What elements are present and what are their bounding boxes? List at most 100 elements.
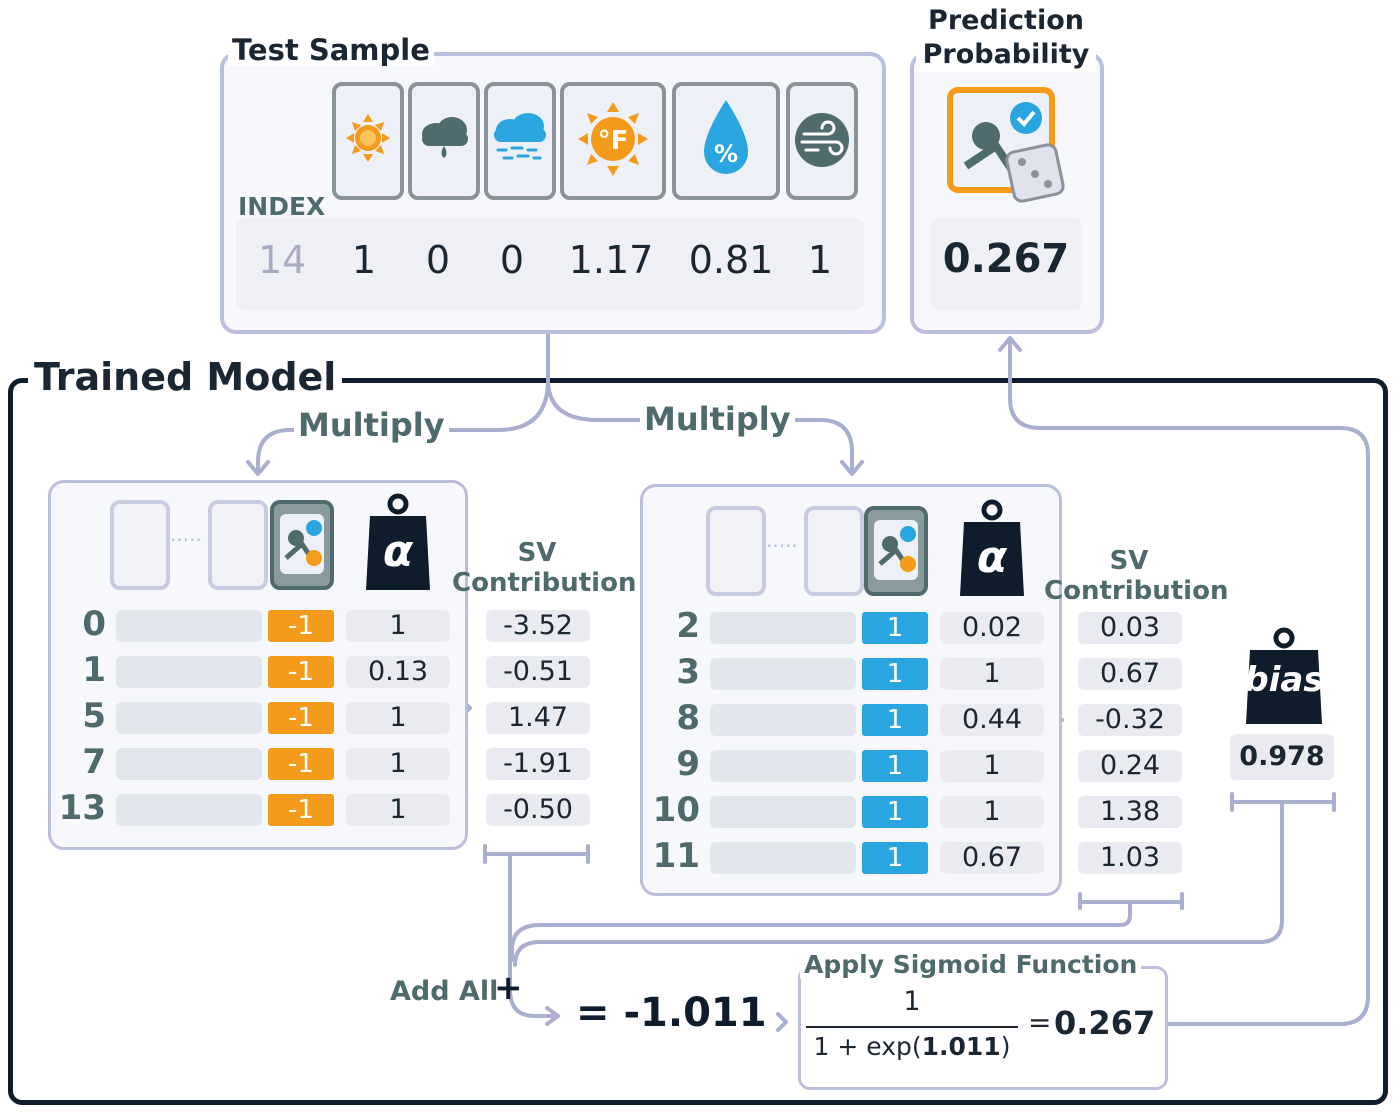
- feature-value-temperature: 1.17: [568, 238, 654, 282]
- cloud-drizzle-icon: [488, 110, 552, 170]
- feature-card-temperature: °F: [560, 82, 666, 200]
- class-label: 1: [862, 796, 928, 828]
- feature-card-rain: [408, 82, 480, 200]
- prediction-title-line2: Probability: [922, 39, 1090, 70]
- class-label: -1: [268, 610, 334, 642]
- left-vector-card-2: [208, 500, 268, 590]
- bias-value: 0.978: [1230, 734, 1334, 780]
- left-sv-title-line2: Contribution: [452, 568, 637, 598]
- row-index: 0: [82, 604, 106, 644]
- left-ellipsis: ·····: [170, 528, 202, 552]
- bias-weight-icon: [1244, 626, 1324, 730]
- class-label: 1: [862, 842, 928, 874]
- support-vector-bar: [710, 704, 856, 736]
- feature-value-humidity: 0.81: [688, 238, 774, 282]
- left-label-card: [270, 500, 334, 590]
- support-vector-bar: [116, 702, 262, 734]
- alpha-value: 1: [940, 658, 1044, 690]
- class-label-icon: [874, 520, 918, 584]
- plus-sign: +: [494, 968, 523, 1008]
- class-label: 1: [862, 750, 928, 782]
- row-index: 7: [82, 742, 106, 782]
- humidity-droplet-icon: %: [698, 96, 754, 184]
- bias-label: bias: [1244, 660, 1324, 700]
- row-index: 13: [58, 788, 106, 828]
- row-index: 2: [676, 606, 700, 646]
- class-label: -1: [268, 656, 334, 688]
- row-index: 5: [82, 696, 106, 736]
- sigmoid-numerator: 1: [903, 986, 921, 1017]
- row-index: 9: [676, 744, 700, 784]
- sv-contribution-value: 1.03: [1078, 842, 1182, 874]
- feature-card-drizzle: [484, 82, 556, 200]
- feature-card-sun: [332, 82, 404, 200]
- sv-contribution-value: -0.32: [1078, 704, 1182, 736]
- class-label: 1: [862, 612, 928, 644]
- alpha-value: 0.67: [940, 842, 1044, 874]
- right-alpha-symbol: α: [976, 532, 1008, 583]
- alpha-value: 1: [346, 702, 450, 734]
- sigmoid-fraction-bar: [806, 1026, 1018, 1028]
- trained-model-frame: [8, 378, 1388, 1105]
- prediction-title-line1: Prediction: [928, 5, 1084, 36]
- prediction-value: 0.267: [942, 236, 1070, 282]
- class-label: -1: [268, 702, 334, 734]
- right-ellipsis: ·····: [766, 534, 798, 558]
- alpha-value: 0.02: [940, 612, 1044, 644]
- right-label-card: [864, 506, 928, 596]
- feature-value-sun: 1: [351, 238, 377, 282]
- feature-value-drizzle: 0: [499, 238, 525, 282]
- wind-icon: [792, 110, 852, 174]
- support-vector-bar: [116, 794, 262, 826]
- sum-result: = -1.011: [576, 990, 767, 1036]
- index-value: 14: [258, 238, 307, 282]
- cloud-rain-icon: [414, 112, 474, 166]
- svg-text:°F: °F: [598, 126, 629, 156]
- right-sv-title-line2: Contribution: [1044, 576, 1229, 606]
- left-vector-card-1: [110, 500, 170, 590]
- trained-model-title: Trained Model: [28, 356, 343, 398]
- values-strip: [236, 218, 864, 310]
- multiply-left-label: Multiply: [294, 406, 449, 444]
- feature-card-humidity: %: [672, 82, 780, 200]
- sigmoid-title: Apply Sigmoid Function: [800, 950, 1142, 979]
- sv-contribution-value: -0.51: [486, 656, 590, 688]
- row-index: 3: [676, 652, 700, 692]
- alpha-value: 1: [940, 796, 1044, 828]
- sigmoid-denominator-value: 1.011: [921, 1032, 1001, 1061]
- sigmoid-denominator-prefix: 1 + exp(: [813, 1032, 922, 1061]
- sv-contribution-value: 0.24: [1078, 750, 1182, 782]
- left-alpha-symbol: α: [382, 526, 414, 577]
- row-index: 10: [652, 790, 700, 830]
- support-vector-bar: [116, 656, 262, 688]
- sv-contribution-value: -0.50: [486, 794, 590, 826]
- sigmoid-denominator: 1 + exp(1.011): [806, 1032, 1018, 1061]
- sv-contribution-value: 0.67: [1078, 658, 1182, 690]
- svg-text:%: %: [714, 140, 738, 168]
- class-label: 1: [862, 704, 928, 736]
- test-sample-title: Test Sample: [228, 34, 434, 66]
- alpha-value: 1: [346, 794, 450, 826]
- alpha-value: 1: [940, 750, 1044, 782]
- row-index: 1: [82, 650, 106, 690]
- sigmoid-denominator-suffix: ): [1000, 1032, 1011, 1061]
- sun-icon: [340, 108, 396, 172]
- sigmoid-result: 0.267: [1054, 1004, 1156, 1042]
- right-sv-title: SV Contribution: [1044, 546, 1229, 606]
- right-sv-title-line1: SV: [1109, 546, 1149, 576]
- prediction-value-box: [930, 218, 1082, 310]
- support-vector-bar: [116, 610, 262, 642]
- alpha-value: 0.44: [940, 704, 1044, 736]
- sv-contribution-value: -3.52: [486, 610, 590, 642]
- support-vector-bar: [710, 842, 856, 874]
- golf-dice-icon: [946, 86, 1086, 220]
- feature-value-wind: 1: [807, 238, 833, 282]
- sv-contribution-value: 1.47: [486, 702, 590, 734]
- right-vector-card-2: [804, 506, 864, 596]
- row-index: 11: [652, 836, 700, 876]
- feature-card-wind: [786, 82, 858, 200]
- alpha-value: 1: [346, 748, 450, 780]
- left-sv-title: SV Contribution: [452, 538, 637, 598]
- class-label: -1: [268, 794, 334, 826]
- add-all-label: Add All: [388, 976, 501, 1007]
